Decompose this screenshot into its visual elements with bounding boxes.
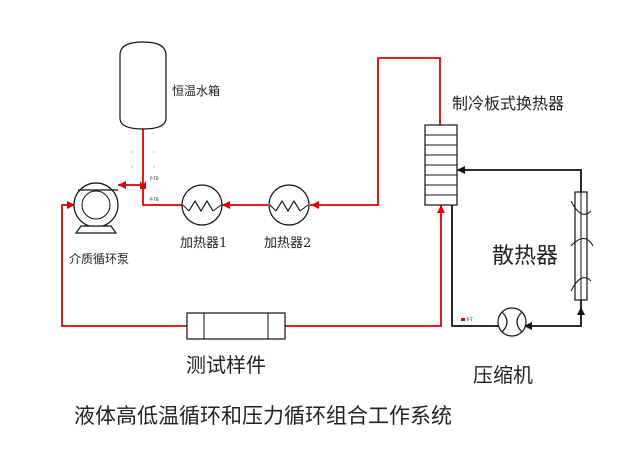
heater2-body: [268, 184, 310, 226]
radiator: 散热器: [492, 191, 594, 301]
heater2-label: 加热器2: [264, 236, 311, 251]
diagram-caption: 液体高低温循环和压力循环组合工作系统: [74, 404, 452, 428]
arrow-up-hx-bottom: [437, 205, 445, 213]
arrow-left-hx-in: [457, 166, 465, 174]
plate-heat-exchanger: 制冷板式换热器: [424, 94, 564, 206]
arrow-left-compressor: [524, 322, 532, 330]
sensor-tag-b: P-TB: [150, 197, 159, 202]
radiator-fan-icon: [570, 200, 594, 292]
tank-outlet-marks: [131, 151, 155, 168]
heater1-label: 加热器1: [180, 236, 227, 251]
black-flow-arrows: [457, 166, 585, 330]
pipe-hx-to-testpiece: [285, 205, 442, 327]
circulation-pump: 介质循环泵: [69, 182, 129, 266]
hx-label: 制冷板式换热器: [452, 94, 564, 113]
radiator-label: 散热器: [492, 244, 558, 269]
heater1-coil: [188, 199, 214, 213]
test-piece: 测试样件: [186, 312, 286, 377]
arrow-left-at-tee: [118, 181, 126, 189]
sensor-tag-d-group: P-T: [461, 317, 473, 322]
pipe-compressor-to-hx: [451, 190, 499, 327]
pump-base: [74, 225, 118, 234]
heater-2: 加热器2: [264, 184, 311, 251]
arrow-up-radiator: [577, 307, 585, 315]
pipe-tee-to-heater1: [142, 185, 183, 206]
compressor-label: 压缩机: [473, 363, 533, 387]
arrow-left-heater1-in: [222, 201, 230, 209]
compressor: 压缩机: [473, 307, 533, 387]
tank-body: [119, 41, 167, 130]
arrow-left-to-pump: [67, 201, 75, 209]
heater2-coil: [275, 199, 301, 213]
red-liquid-loop: [61, 57, 442, 327]
heater1-body: [181, 184, 223, 226]
arrow-left-heater2-in: [311, 201, 319, 209]
pipe-heater2-to-hx: [310, 57, 441, 206]
testpiece-body: [186, 312, 286, 340]
tank-label: 恒温水箱: [172, 83, 220, 98]
pipe-radiator-to-compressor: [524, 300, 582, 327]
constant-temp-tank: 恒温水箱: [119, 41, 220, 130]
sensor-tag-a: P-TB: [150, 176, 159, 181]
testpiece-label: 测试样件: [186, 353, 266, 377]
tee-valve: [140, 181, 146, 189]
pump-label: 介质循环泵: [69, 252, 129, 266]
heater-1: 加热器1: [180, 184, 227, 251]
pipe-hx-to-radiator: [457, 169, 582, 192]
sensor-tag-d: P-T: [467, 317, 473, 322]
